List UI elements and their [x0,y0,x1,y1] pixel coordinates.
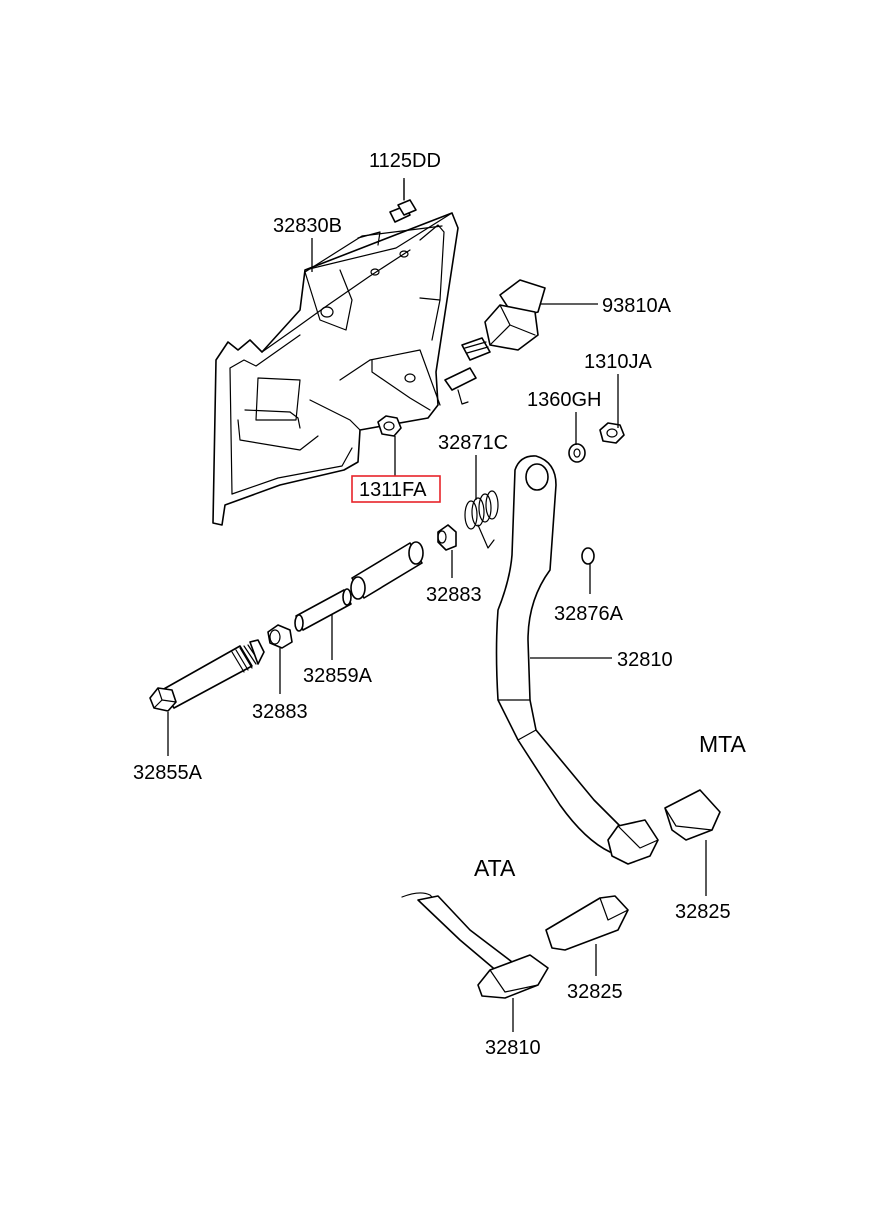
label-1310JA[interactable]: 1310JA [584,351,652,373]
label-32830B[interactable]: 32830B [273,215,342,237]
label-1311FA[interactable]: 1311FA [359,479,427,501]
bolt-1125DD [389,179,417,223]
label-32871C[interactable]: 32871C [438,432,508,454]
sleeve-32859A [294,588,352,632]
bracket-assembly-32830B [212,212,459,526]
label-1125DD[interactable]: 1125DD [369,150,441,172]
section-label-ata: ATA [474,855,516,881]
label-32883-right[interactable]: 32883 [426,584,482,606]
bolt-32855A [149,639,265,712]
sleeve-large [350,541,424,600]
nut-1311FA [377,415,402,437]
label-32883-left[interactable]: 32883 [252,701,308,723]
label-93810A[interactable]: 93810A [602,295,672,317]
label-1360GH[interactable]: 1360GH [527,389,602,411]
bushing-32883-left [267,624,293,649]
label-32876A[interactable]: 32876A [554,603,624,625]
spring-32871C [464,490,499,549]
label-32810-mta[interactable]: 32810 [617,649,673,671]
label-32810-ata[interactable]: 32810 [485,1037,541,1059]
bushing-32883-right [437,524,457,551]
label-32859A[interactable]: 32859A [303,665,373,687]
pad-32825-mta [664,789,721,841]
label-32825-ata[interactable]: 32825 [567,981,623,1003]
washer-1360GH [568,443,586,463]
section-label-mta: MTA [699,731,747,757]
leader-lines [167,178,707,1032]
pedal-arm-32810-mta [495,455,659,865]
highlight-box-1311FA [351,475,441,503]
label-32825-mta[interactable]: 32825 [675,901,731,923]
label-32855A[interactable]: 32855A [133,762,203,784]
nut-1310JA [599,422,625,444]
pedal-arm-32810-ata [401,892,549,999]
switch-93810A [444,279,546,405]
pin-32876A [581,547,595,565]
pad-32825-ata [545,895,629,951]
